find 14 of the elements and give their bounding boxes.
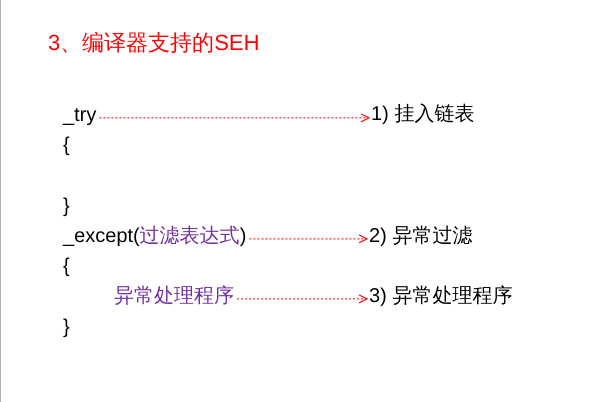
note-text: 1) 挂入链表 (371, 102, 474, 126)
slide-title: 3、编译器支持的SEH (48, 30, 260, 56)
code-brace: { (63, 133, 70, 157)
code-brace: } (63, 194, 70, 218)
code-text: 异常处理程序 (114, 284, 234, 308)
note-text: 3) 异常处理程序 (369, 284, 512, 308)
arrow (236, 294, 368, 304)
arrow (98, 113, 370, 122)
code-text: _except(过滤表达式) (63, 224, 246, 248)
code-brace: } (63, 315, 70, 339)
arrow (248, 234, 368, 244)
note-text: 2) 异常过滤 (369, 224, 472, 248)
code-text: _try (63, 103, 96, 127)
code-brace: { (63, 254, 70, 278)
